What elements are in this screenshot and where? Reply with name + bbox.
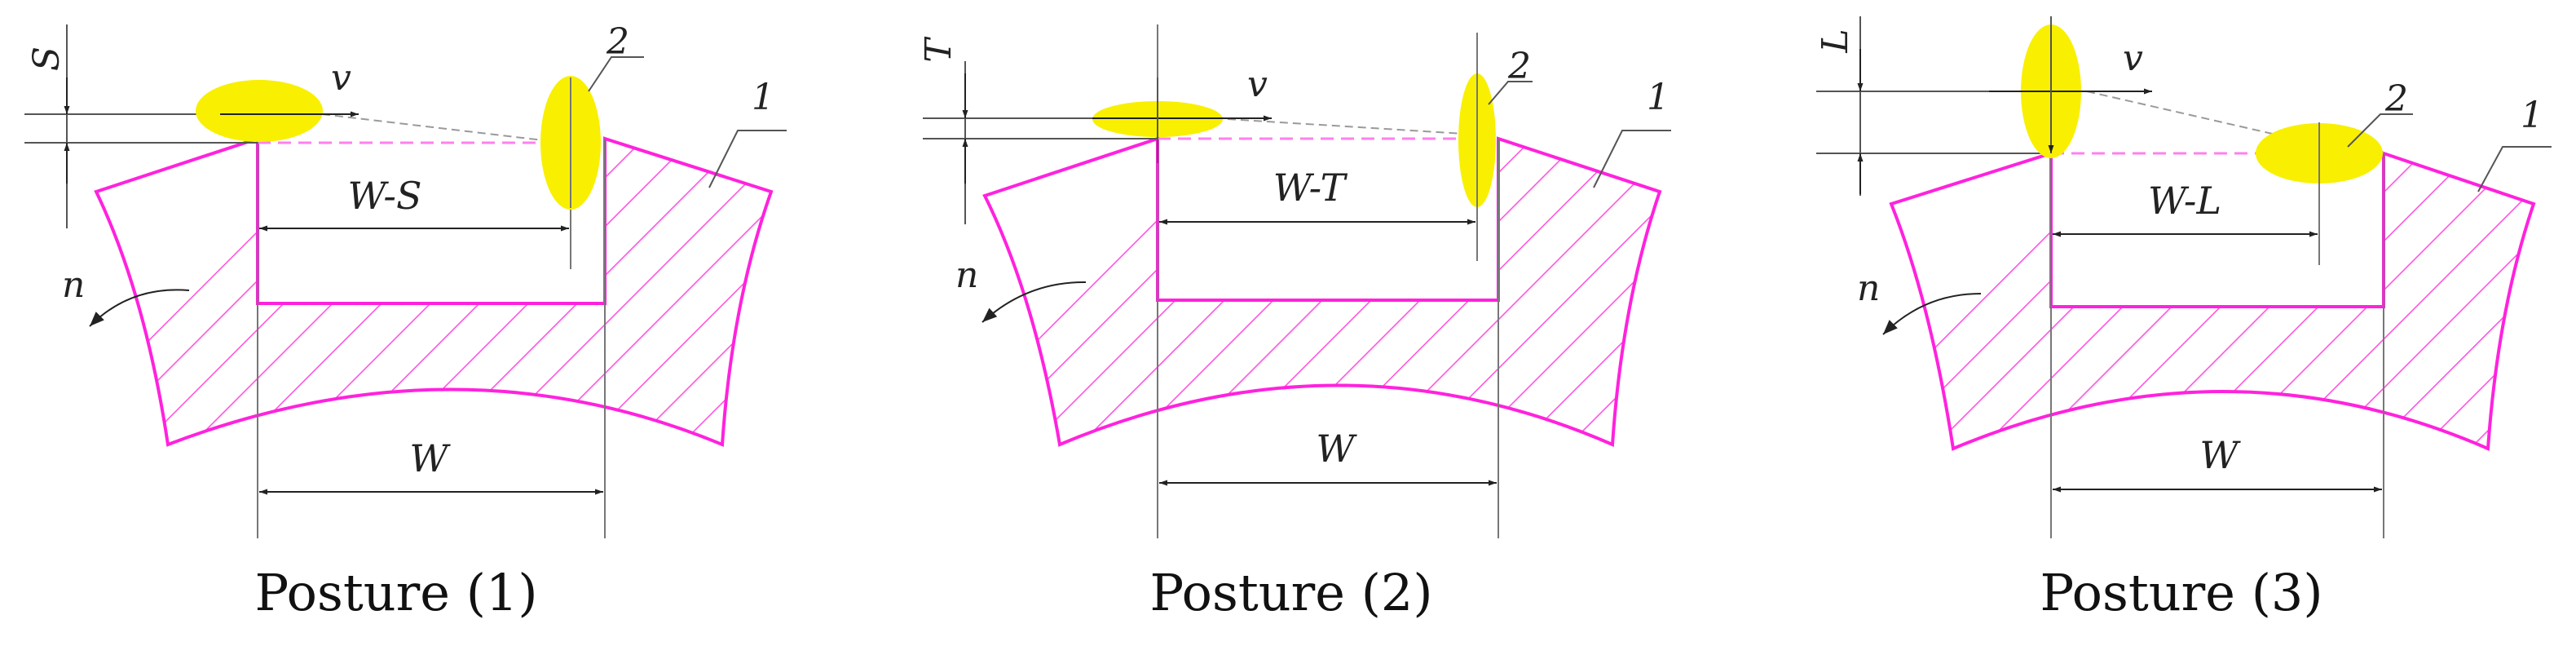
posture-2-panel: T v 2 1 W-T n W Posture (2): [918, 24, 1671, 622]
posture-2-hatching: [985, 139, 1660, 445]
posture-2-width-label: W: [1316, 427, 1357, 471]
posture-3-part-label-1: 1: [2521, 95, 2543, 136]
posture-1-sight-line: [321, 113, 571, 144]
posture-1-offset-label: S: [26, 46, 68, 71]
posture-1-workpiece-outline: [94, 136, 774, 447]
posture-1-rotation-label: n: [62, 264, 85, 306]
posture-1-caption: Posture (1): [254, 563, 537, 622]
posture-1-gap-label: W-S: [348, 174, 422, 218]
posture-2-speed-label: v: [1247, 64, 1268, 105]
posture-2-rotation-arrow: [981, 281, 1087, 323]
posture-2-rotation-label: n: [955, 254, 978, 296]
posture-2-sight-line: [1214, 117, 1478, 135]
posture-2-offset-label: T: [918, 36, 959, 63]
posture-3-width-label: W: [2199, 433, 2241, 477]
posture-2-gap-label: W-T: [1273, 166, 1348, 210]
posture-3-hatching: [1891, 153, 2534, 449]
posture-3-speed-label: v: [2123, 38, 2143, 79]
posture-3-caption: Posture (3): [2040, 563, 2322, 622]
posture-3-part-label-2: 2: [2384, 78, 2408, 120]
posture-1-width-label: W: [409, 436, 451, 480]
posture-3-panel: L v 2 1 W-L n W Posture (3): [1815, 16, 2552, 622]
posture-3-rotation-arrow: [1882, 293, 1982, 335]
posture-1-speed-label: v: [331, 57, 351, 99]
posture-2-part-label-1: 1: [1647, 77, 1670, 118]
posture-2-caption: Posture (2): [1149, 563, 1432, 622]
posture-3-workpiece-outline: [1889, 151, 2536, 451]
posture-3-gap-label: W-L: [2148, 179, 2221, 223]
posture-2-part-label-2: 2: [1507, 46, 1531, 87]
posture-1-rotation-arrow: [89, 289, 190, 327]
posture-3-offset-label: L: [1815, 29, 1856, 53]
posture-2-workpiece-outline: [982, 136, 1662, 447]
posture-1-panel: S v 2 1 W-S n W Posture (1): [24, 21, 787, 622]
posture-1-part-label-2: 2: [606, 21, 629, 63]
posture-3-rotation-label: n: [1857, 268, 1880, 309]
posture-1-part-label-1: 1: [752, 77, 774, 118]
posture-1-horizontal-ellipse: [196, 80, 323, 142]
